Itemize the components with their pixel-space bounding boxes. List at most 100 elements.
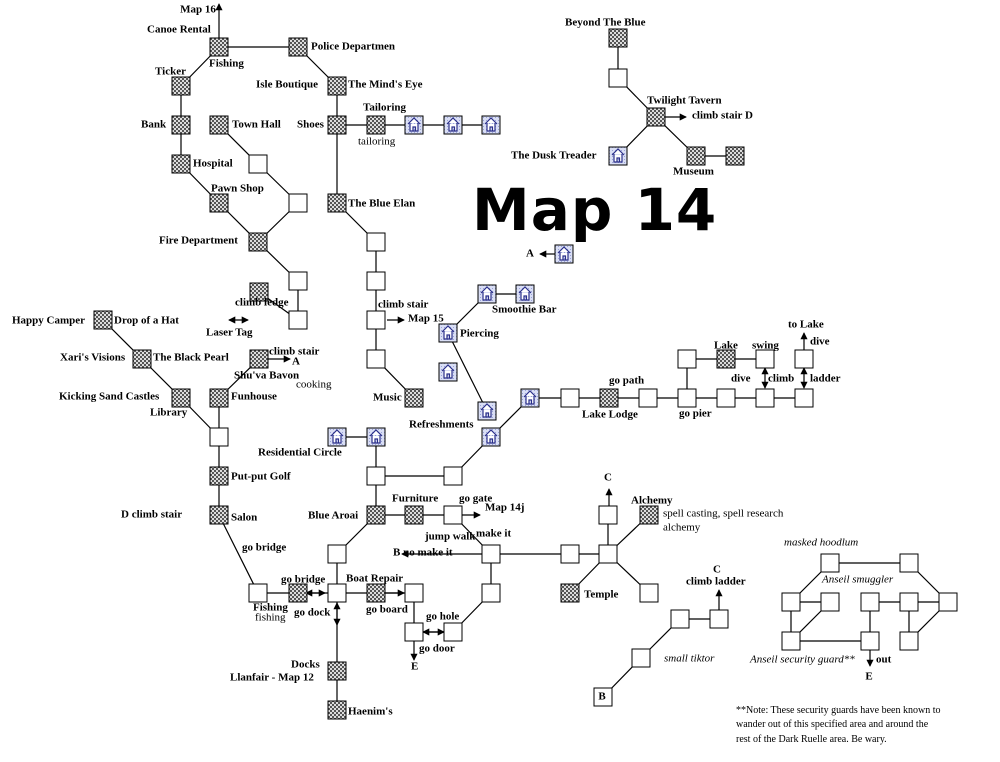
empty-room[interactable] <box>755 349 775 369</box>
empty-room[interactable] <box>670 609 690 629</box>
empty-room[interactable] <box>860 631 880 651</box>
note-line-1: **Note: These security guards have been … <box>736 705 940 716</box>
empty-room[interactable] <box>794 349 814 369</box>
map-label: B no make it <box>393 547 453 559</box>
empty-room[interactable] <box>860 592 880 612</box>
location-room[interactable] <box>93 310 113 330</box>
empty-room[interactable] <box>481 583 501 603</box>
house-icon <box>369 429 383 444</box>
location-room[interactable] <box>209 193 229 213</box>
location-room[interactable] <box>366 505 386 525</box>
location-room[interactable] <box>209 115 229 135</box>
empty-room[interactable] <box>820 553 840 573</box>
empty-room[interactable] <box>288 271 308 291</box>
map-label: Map 14j <box>485 502 524 514</box>
location-room[interactable] <box>327 76 347 96</box>
empty-room[interactable] <box>443 505 463 525</box>
empty-room[interactable] <box>366 349 386 369</box>
empty-room[interactable] <box>248 583 268 603</box>
empty-room[interactable] <box>366 310 386 330</box>
location-room[interactable] <box>327 700 347 720</box>
empty-room[interactable] <box>593 687 613 707</box>
location-room[interactable] <box>639 505 659 525</box>
empty-room[interactable] <box>638 388 658 408</box>
empty-room[interactable] <box>560 544 580 564</box>
location-room[interactable] <box>171 388 191 408</box>
map-label: Town Hall <box>232 119 281 131</box>
empty-room[interactable] <box>366 232 386 252</box>
location-room[interactable] <box>327 115 347 135</box>
empty-room[interactable] <box>899 592 919 612</box>
empty-room[interactable] <box>781 592 801 612</box>
empty-room[interactable] <box>404 622 424 642</box>
empty-room[interactable] <box>631 648 651 668</box>
location-room[interactable] <box>327 661 347 681</box>
empty-room[interactable] <box>709 609 729 629</box>
empty-room[interactable] <box>598 505 618 525</box>
map-label: spell casting, spell research <box>663 508 784 520</box>
location-room[interactable] <box>132 349 152 369</box>
map-label: Put-put Golf <box>231 471 291 483</box>
empty-room[interactable] <box>327 583 347 603</box>
location-room[interactable] <box>249 349 269 369</box>
empty-room[interactable] <box>755 388 775 408</box>
location-room[interactable] <box>248 232 268 252</box>
empty-room[interactable] <box>781 631 801 651</box>
map-label: small tiktor <box>664 653 715 665</box>
location-room[interactable] <box>716 349 736 369</box>
empty-room[interactable] <box>716 388 736 408</box>
location-room[interactable] <box>608 28 628 48</box>
empty-room[interactable] <box>608 68 628 88</box>
location-room[interactable] <box>171 154 191 174</box>
empty-room[interactable] <box>209 427 229 447</box>
location-room[interactable] <box>171 115 191 135</box>
location-room[interactable] <box>249 282 269 302</box>
empty-room[interactable] <box>288 310 308 330</box>
location-room[interactable] <box>404 388 424 408</box>
map-label: Fishing <box>209 58 244 70</box>
location-room[interactable] <box>209 466 229 486</box>
map-label: Drop of a Hat <box>114 315 179 327</box>
empty-room[interactable] <box>481 544 501 564</box>
location-room[interactable] <box>646 107 666 127</box>
empty-room[interactable] <box>366 271 386 291</box>
empty-room[interactable] <box>899 631 919 651</box>
empty-room[interactable] <box>248 154 268 174</box>
empty-room[interactable] <box>560 388 580 408</box>
empty-room[interactable] <box>899 553 919 573</box>
empty-room[interactable] <box>366 466 386 486</box>
map-label: E <box>411 661 418 673</box>
empty-room[interactable] <box>327 544 347 564</box>
empty-room[interactable] <box>677 388 697 408</box>
empty-room[interactable] <box>598 544 618 564</box>
empty-room[interactable] <box>443 466 463 486</box>
location-room[interactable] <box>599 388 619 408</box>
empty-room[interactable] <box>820 592 840 612</box>
empty-room[interactable] <box>443 622 463 642</box>
map-label: The Blue Elan <box>348 198 415 210</box>
location-room[interactable] <box>404 505 424 525</box>
map-label: D climb stair <box>121 509 182 521</box>
location-room[interactable] <box>209 505 229 525</box>
empty-room[interactable] <box>404 583 424 603</box>
map-label: Funhouse <box>231 391 277 403</box>
location-room[interactable] <box>560 583 580 603</box>
empty-room[interactable] <box>639 583 659 603</box>
map-label: Ticker <box>155 66 186 78</box>
location-room[interactable] <box>686 146 706 166</box>
location-room[interactable] <box>366 115 386 135</box>
empty-room[interactable] <box>938 592 958 612</box>
location-room[interactable] <box>209 388 229 408</box>
location-room[interactable] <box>171 76 191 96</box>
location-room[interactable] <box>725 146 745 166</box>
location-room[interactable] <box>209 37 229 57</box>
map-label: to Lake <box>788 319 824 331</box>
location-room[interactable] <box>288 583 308 603</box>
empty-room[interactable] <box>794 388 814 408</box>
empty-room[interactable] <box>677 349 697 369</box>
location-room[interactable] <box>366 583 386 603</box>
location-room[interactable] <box>288 37 308 57</box>
empty-room[interactable] <box>288 193 308 213</box>
location-room[interactable] <box>327 193 347 213</box>
